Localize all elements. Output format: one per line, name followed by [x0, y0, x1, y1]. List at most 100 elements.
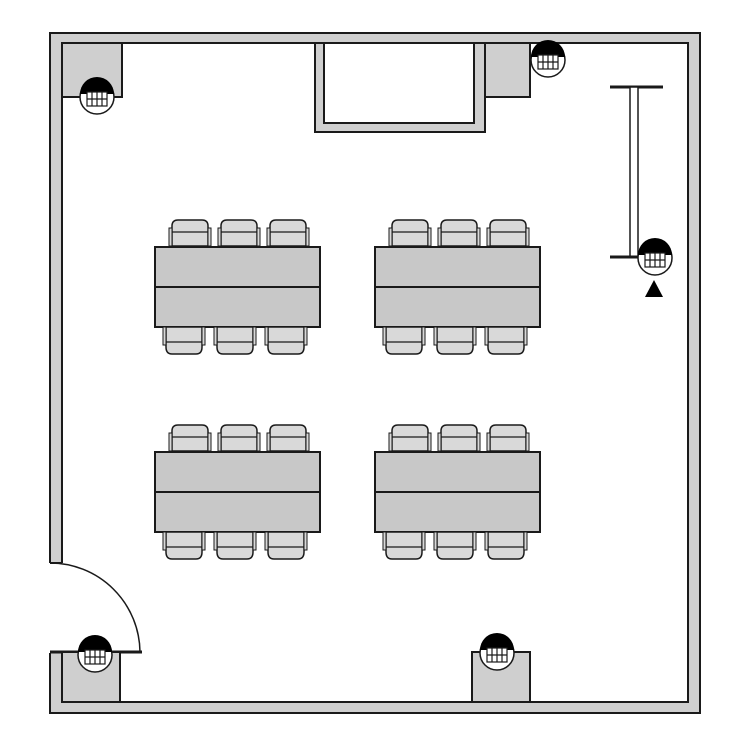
chair-arm	[484, 326, 489, 346]
chair-back	[489, 424, 527, 452]
chair-arm	[382, 326, 387, 346]
chair-arm	[388, 432, 393, 452]
chair-back	[385, 531, 423, 560]
chair[interactable]	[437, 219, 481, 247]
chair-arm	[421, 326, 426, 346]
chair-back	[165, 326, 203, 355]
chair-arm	[252, 531, 257, 551]
projector-icon	[645, 280, 663, 297]
chair-back	[436, 531, 474, 560]
chair-arm	[525, 432, 530, 452]
chair-arm	[305, 432, 310, 452]
light-cap	[78, 635, 112, 652]
chair[interactable]	[486, 219, 530, 247]
chair[interactable]	[382, 531, 426, 560]
chair-arm	[476, 227, 481, 247]
chair-arm	[201, 326, 206, 346]
chair-arm	[168, 227, 173, 247]
chair-arm	[213, 326, 218, 346]
table-groups	[154, 219, 541, 560]
chair-back	[216, 326, 254, 355]
chair-arm	[472, 531, 477, 551]
chair-arm	[472, 326, 477, 346]
table-half	[374, 246, 541, 288]
table-group-bottom-right[interactable]	[374, 424, 541, 560]
chair[interactable]	[437, 424, 481, 452]
chair-back	[440, 219, 478, 247]
chair[interactable]	[433, 326, 477, 355]
chair-arm	[476, 432, 481, 452]
room-walls	[49, 32, 701, 714]
chair-back	[391, 219, 429, 247]
chair[interactable]	[217, 424, 261, 452]
chair-arm	[427, 432, 432, 452]
whiteboard-niche	[314, 42, 486, 133]
chair-arm	[252, 326, 257, 346]
chair[interactable]	[433, 531, 477, 560]
chair[interactable]	[162, 531, 206, 560]
light-fixture-icon	[79, 77, 115, 115]
chair[interactable]	[162, 326, 206, 355]
chair-arm	[303, 531, 308, 551]
chair-back	[436, 326, 474, 355]
chair-arm	[217, 432, 222, 452]
chair-back	[165, 531, 203, 560]
chair-arm	[168, 432, 173, 452]
chair[interactable]	[266, 424, 310, 452]
chair[interactable]	[264, 531, 308, 560]
chair-back	[391, 424, 429, 452]
chair-back	[440, 424, 478, 452]
table-group-bottom-left[interactable]	[154, 424, 321, 560]
chair[interactable]	[266, 219, 310, 247]
chair-arm	[437, 227, 442, 247]
chair[interactable]	[388, 219, 432, 247]
chair-arm	[433, 531, 438, 551]
chair-arm	[217, 227, 222, 247]
chair-arm	[382, 531, 387, 551]
chair-arm	[523, 531, 528, 551]
chair[interactable]	[382, 326, 426, 355]
table-half	[154, 451, 321, 493]
chair[interactable]	[168, 219, 212, 247]
chair-arm	[437, 432, 442, 452]
door-swing-arc	[49, 562, 141, 653]
chair-back	[489, 219, 527, 247]
chair[interactable]	[484, 326, 528, 355]
light-fixture-icon	[77, 635, 113, 673]
room-floor	[61, 42, 689, 703]
table-half	[154, 246, 321, 288]
chair[interactable]	[484, 531, 528, 560]
chair[interactable]	[486, 424, 530, 452]
table-group-top-left[interactable]	[154, 219, 321, 355]
chair-back	[267, 531, 305, 560]
chair-back	[171, 219, 209, 247]
chair-arm	[433, 326, 438, 346]
chair-back	[267, 326, 305, 355]
chair-arm	[201, 531, 206, 551]
chair[interactable]	[213, 326, 257, 355]
chair[interactable]	[264, 326, 308, 355]
chair-arm	[162, 531, 167, 551]
chair-back	[487, 326, 525, 355]
light-fixture-icon	[530, 40, 566, 78]
chair-arm	[486, 432, 491, 452]
chair-back	[269, 424, 307, 452]
light-cap	[80, 77, 114, 94]
chair-back	[487, 531, 525, 560]
chair-arm	[486, 227, 491, 247]
chair[interactable]	[168, 424, 212, 452]
chair-arm	[427, 227, 432, 247]
table-group-top-right[interactable]	[374, 219, 541, 355]
chair[interactable]	[388, 424, 432, 452]
chair-arm	[266, 227, 271, 247]
chair-arm	[525, 227, 530, 247]
light-cap	[531, 40, 565, 57]
chair-arm	[305, 227, 310, 247]
light-fixture-icon	[637, 238, 673, 276]
chair-back	[220, 424, 258, 452]
table-half	[154, 286, 321, 328]
table-half	[374, 451, 541, 493]
chair[interactable]	[213, 531, 257, 560]
chair[interactable]	[217, 219, 261, 247]
chair-arm	[388, 227, 393, 247]
